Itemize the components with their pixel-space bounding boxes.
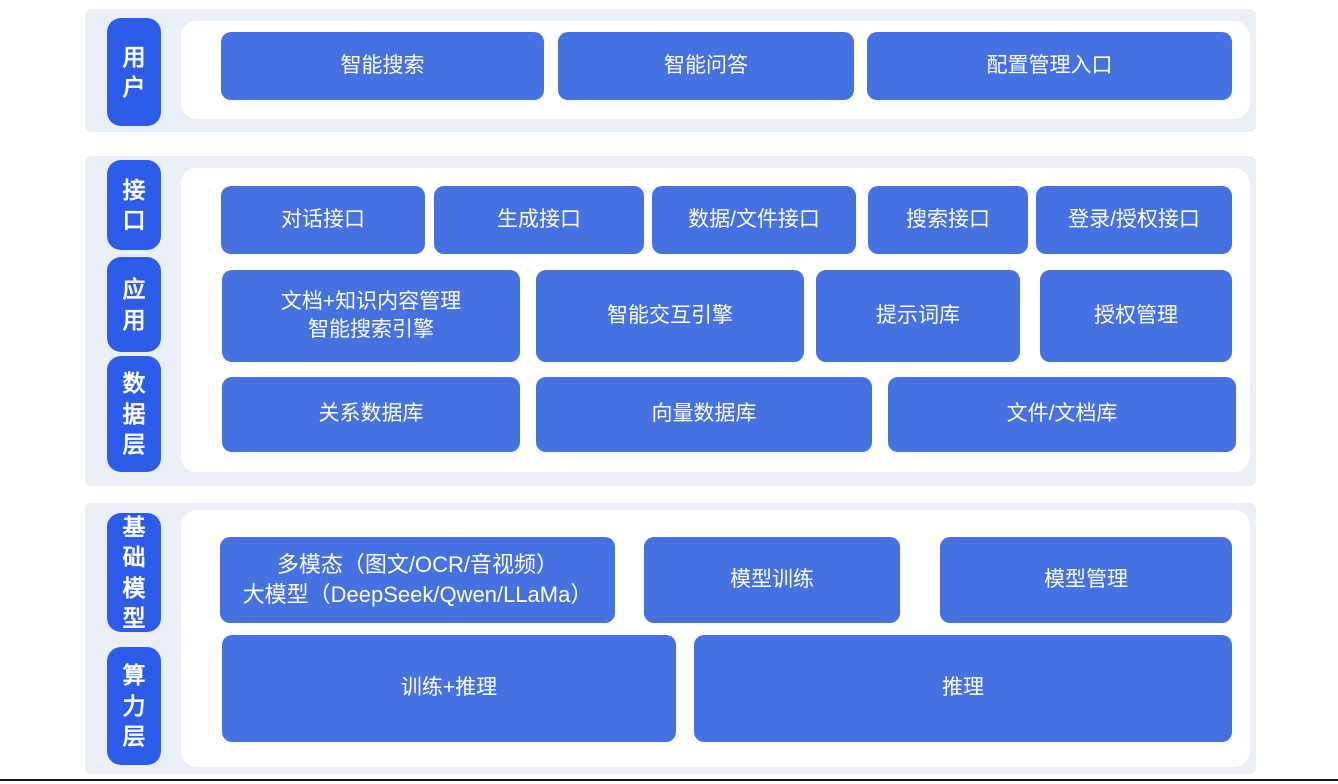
- diagram-box-smart-search: 智能搜索: [221, 32, 544, 100]
- diagram-box-label: 搜索接口: [906, 207, 990, 231]
- layer-tab-application: 应用: [107, 257, 161, 352]
- layer-tab-foundation-model-label: 基础模型: [122, 513, 146, 631]
- diagram-box-label: 登录/授权接口: [1068, 207, 1200, 231]
- diagram-box-label: 训练+推理: [400, 676, 498, 700]
- diagram-box-training-inference: 训练+推理: [222, 635, 676, 742]
- layer-tab-compute: 算力层: [107, 647, 161, 765]
- diagram-box-label: 智能问答: [664, 53, 748, 77]
- diagram-box-label: 智能交互引擎: [607, 303, 733, 327]
- diagram-box-label: 配置管理入口: [986, 53, 1113, 77]
- layer-tab-data: 数据层: [107, 356, 161, 472]
- diagram-box-dialog-api: 对话接口: [221, 186, 425, 254]
- layer-tab-user: 用户: [107, 18, 161, 126]
- diagram-box-search-api: 搜索接口: [868, 186, 1028, 254]
- diagram-box-prompt-library: 提示词库: [816, 270, 1020, 362]
- diagram-box-label: 模型训练: [730, 567, 814, 591]
- diagram-box-interaction-engine: 智能交互引擎: [536, 270, 804, 362]
- layer-tab-interface-label: 接口: [122, 176, 146, 233]
- diagram-box-label: 智能搜索: [340, 53, 425, 77]
- layer-tab-compute-label: 算力层: [122, 662, 146, 750]
- layer-tab-user-label: 用户: [122, 43, 146, 100]
- diagram-box-label: 模型管理: [1044, 567, 1128, 591]
- diagram-box-label: 提示词库: [876, 303, 960, 327]
- diagram-box-model-training: 模型训练: [644, 537, 900, 623]
- diagram-box-model-management: 模型管理: [940, 537, 1232, 623]
- bottom-divider-line: [0, 779, 1338, 781]
- diagram-box-label: 关系数据库: [318, 402, 424, 426]
- diagram-box-label: 向量数据库: [651, 402, 757, 426]
- diagram-box-auth-management: 授权管理: [1040, 270, 1232, 362]
- diagram-box-label: 授权管理: [1094, 303, 1178, 327]
- diagram-box-label: 多模态（图文/OCR/音视频） 大模型（DeepSeek/Qwen/LLaMa）: [242, 552, 593, 607]
- diagram-box-smart-qa: 智能问答: [558, 32, 854, 100]
- diagram-box-data-file-api: 数据/文件接口: [652, 186, 856, 254]
- diagram-box-login-auth-api: 登录/授权接口: [1036, 186, 1232, 254]
- diagram-box-label: 对话接口: [281, 207, 365, 231]
- diagram-box-label: 推理: [942, 676, 984, 700]
- layer-tab-application-label: 应用: [122, 276, 146, 333]
- diagram-box-doc-knowledge-search-engine: 文档+知识内容管理 智能搜索引擎: [222, 270, 520, 362]
- diagram-box-multimodal-llm: 多模态（图文/OCR/音视频） 大模型（DeepSeek/Qwen/LLaMa）: [220, 537, 615, 623]
- diagram-box-label: 生成接口: [497, 207, 581, 231]
- diagram-box-inference: 推理: [694, 635, 1232, 742]
- diagram-box-vector-db: 向量数据库: [536, 377, 872, 452]
- diagram-box-generation-api: 生成接口: [434, 186, 644, 254]
- diagram-box-label: 文档+知识内容管理 智能搜索引擎: [280, 289, 462, 341]
- layer-tab-foundation-model: 基础模型: [107, 513, 161, 632]
- diagram-box-file-doc-store: 文件/文档库: [888, 377, 1236, 452]
- diagram-box-label: 数据/文件接口: [688, 207, 820, 231]
- diagram-box-label: 文件/文档库: [1006, 402, 1118, 426]
- layer-tab-interface: 接口: [107, 160, 161, 250]
- diagram-box-relational-db: 关系数据库: [222, 377, 520, 452]
- diagram-box-config-entry: 配置管理入口: [867, 32, 1232, 100]
- layer-tab-data-label: 数据层: [122, 370, 146, 458]
